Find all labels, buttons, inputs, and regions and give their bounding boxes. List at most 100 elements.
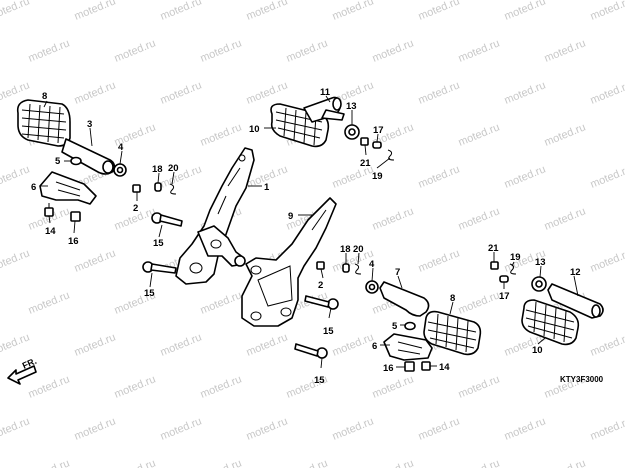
watermark-text: moted.ru bbox=[543, 37, 588, 64]
part-footpeg-bracket-left bbox=[39, 171, 97, 205]
part-footpeg-bar-right bbox=[547, 283, 604, 319]
watermark-text: moted.ru bbox=[543, 205, 588, 232]
watermark-text: moted.ru bbox=[589, 247, 625, 274]
part-washer-top bbox=[344, 124, 360, 140]
part-bolt-2-left bbox=[132, 184, 141, 193]
callout-3: 3 bbox=[87, 119, 92, 130]
watermark-text: moted.ru bbox=[503, 415, 548, 442]
watermark-text: moted.ru bbox=[159, 415, 204, 442]
callout-6: 6 bbox=[31, 182, 36, 193]
part-footpeg-rubber-left bbox=[16, 99, 71, 147]
watermark-text: moted.ru bbox=[457, 457, 502, 468]
part-nut-16-left bbox=[70, 211, 81, 222]
watermark-text: moted.ru bbox=[457, 289, 502, 316]
front-direction-arrow bbox=[7, 365, 37, 385]
callout-15: 15 bbox=[144, 288, 155, 299]
part-footpeg-bar-top bbox=[303, 96, 345, 123]
watermark-text: moted.ru bbox=[589, 415, 625, 442]
watermark-text: moted.ru bbox=[457, 37, 502, 64]
part-bolt-2-right bbox=[316, 261, 325, 270]
part-bolt-15-c bbox=[304, 295, 339, 310]
callout-4: 4 bbox=[118, 142, 124, 153]
part-bolt-15-a bbox=[151, 212, 183, 227]
callout-14: 14 bbox=[45, 226, 56, 237]
part-step-holder-left bbox=[175, 147, 255, 285]
watermark-text: moted.ru bbox=[285, 457, 330, 468]
part-washer-right bbox=[365, 280, 379, 294]
callout-2: 2 bbox=[133, 203, 138, 214]
callout-5: 5 bbox=[55, 156, 61, 167]
watermark-text: moted.ru bbox=[113, 457, 158, 468]
watermark-text: moted.ru bbox=[371, 373, 416, 400]
part-cap-left bbox=[70, 156, 82, 166]
watermark-text: moted.ru bbox=[199, 121, 244, 148]
watermark-text: moted.ru bbox=[457, 373, 502, 400]
part-collar-18-left bbox=[154, 182, 162, 192]
watermark-text: moted.ru bbox=[73, 247, 118, 274]
part-pin-19-top bbox=[387, 149, 395, 161]
callout-18: 18 bbox=[340, 244, 351, 255]
watermark-text: moted.ru bbox=[0, 331, 31, 358]
callout-19: 19 bbox=[372, 171, 383, 182]
callout-17: 17 bbox=[373, 125, 384, 136]
watermark-text: moted.ru bbox=[285, 37, 330, 64]
watermark-text: moted.ru bbox=[0, 163, 31, 190]
part-bolt-15-b bbox=[142, 261, 177, 274]
watermark-text: moted.ru bbox=[73, 79, 118, 106]
callout-16: 16 bbox=[68, 236, 79, 247]
watermark-text: moted.ru bbox=[589, 0, 625, 23]
callout-8: 8 bbox=[42, 91, 47, 102]
watermark-text: moted.ru bbox=[199, 457, 244, 468]
watermark-text: moted.ru bbox=[589, 331, 625, 358]
watermark-text: moted.ru bbox=[503, 0, 548, 23]
part-bolt-15-d bbox=[294, 343, 328, 359]
watermark-text: moted.ru bbox=[417, 163, 462, 190]
part-footpeg-rubber-far-right bbox=[521, 299, 580, 346]
callout-2: 2 bbox=[318, 280, 323, 291]
callout-13: 13 bbox=[535, 257, 546, 268]
part-nut-16-right bbox=[404, 361, 415, 372]
watermark-text: moted.ru bbox=[589, 163, 625, 190]
callout-10: 10 bbox=[532, 345, 543, 356]
diagram-code: KTY3F3000 bbox=[560, 375, 604, 384]
watermark-text: moted.ru bbox=[113, 373, 158, 400]
callout-4: 4 bbox=[369, 259, 375, 270]
watermark-text: moted.ru bbox=[0, 415, 31, 442]
watermark-text: moted.ru bbox=[245, 415, 290, 442]
part-footpeg-bar-left bbox=[61, 138, 116, 175]
part-footpeg-arm-7 bbox=[379, 281, 430, 317]
part-washer-13-right bbox=[531, 276, 547, 292]
callout-12: 12 bbox=[570, 267, 581, 278]
callout-10: 10 bbox=[249, 124, 260, 135]
callout-13: 13 bbox=[346, 101, 357, 112]
callout-17: 17 bbox=[499, 291, 510, 302]
watermark-text: moted.ru bbox=[245, 0, 290, 23]
watermark-text: moted.ru bbox=[73, 415, 118, 442]
callout-5: 5 bbox=[392, 321, 398, 332]
callout-15: 15 bbox=[314, 375, 325, 386]
callout-7: 7 bbox=[395, 267, 400, 278]
watermark-text: moted.ru bbox=[245, 79, 290, 106]
part-collar-18-right bbox=[342, 263, 350, 273]
watermark-text: moted.ru bbox=[199, 37, 244, 64]
callout-6: 6 bbox=[372, 341, 377, 352]
callout-19: 19 bbox=[510, 252, 521, 263]
watermark-text: moted.ru bbox=[503, 79, 548, 106]
callout-21: 21 bbox=[488, 243, 499, 254]
watermark-text: moted.ru bbox=[245, 331, 290, 358]
part-bolt-14-left bbox=[44, 203, 54, 217]
watermark-text: moted.ru bbox=[159, 163, 204, 190]
watermark-text: moted.ru bbox=[27, 373, 72, 400]
part-bolt-21-right bbox=[490, 261, 499, 270]
watermark-text: moted.ru bbox=[331, 0, 376, 23]
watermark-text: moted.ru bbox=[159, 79, 204, 106]
watermark-text: moted.ru bbox=[159, 331, 204, 358]
part-bolt-14-right bbox=[421, 361, 431, 371]
part-collar-17-top bbox=[372, 141, 382, 149]
watermark-text: moted.ru bbox=[417, 415, 462, 442]
watermark-text: moted.ru bbox=[457, 205, 502, 232]
watermark-text: moted.ru bbox=[371, 205, 416, 232]
callout-9: 9 bbox=[288, 211, 293, 222]
